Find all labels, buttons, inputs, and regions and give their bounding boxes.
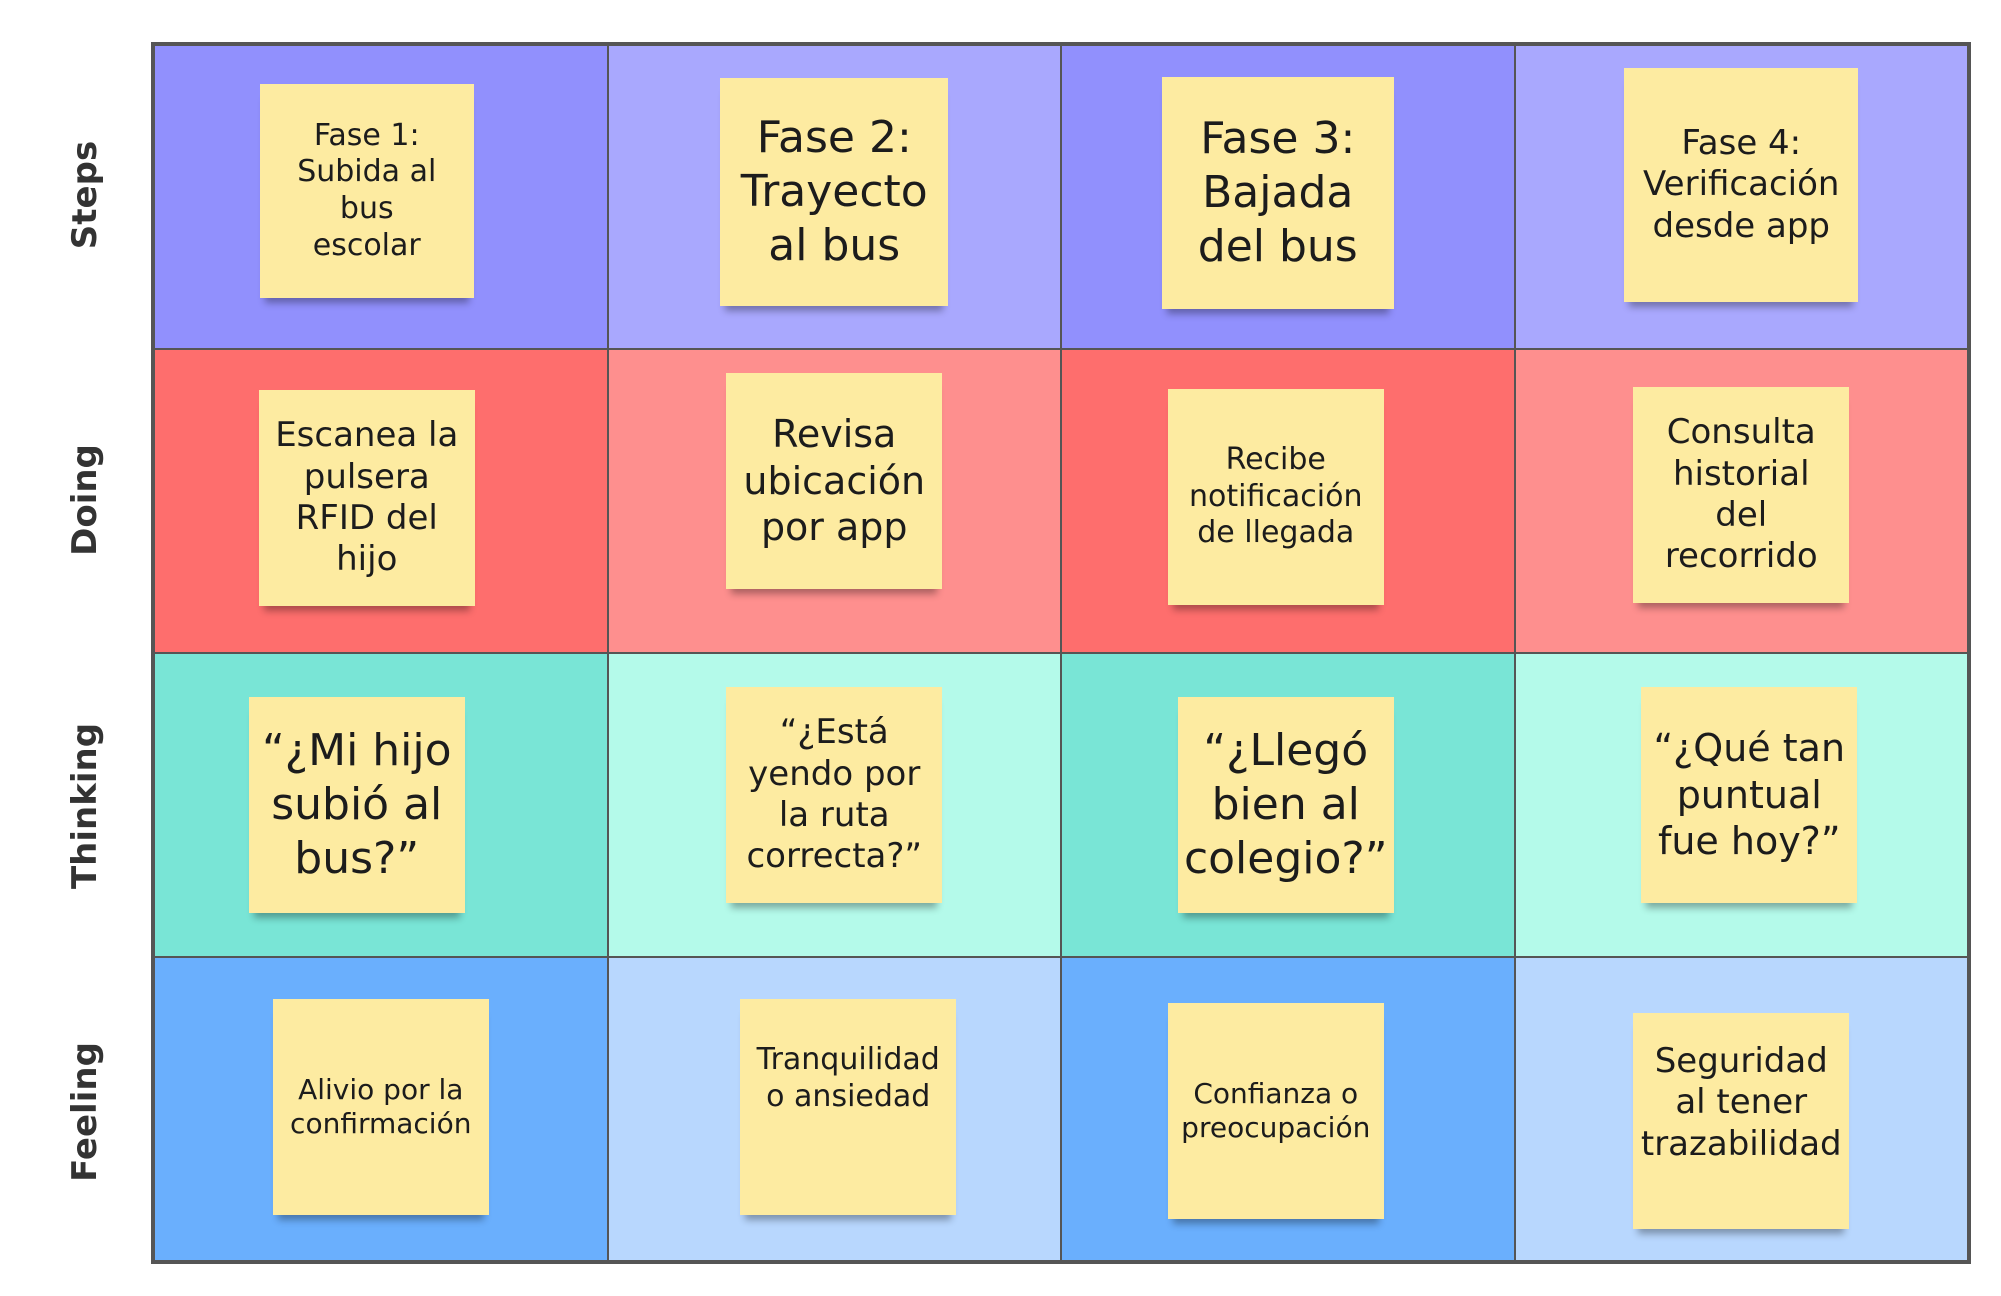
note-text: Escanea la pulsera RFID del hijo	[275, 415, 459, 580]
row-label-doing: Doing	[40, 347, 130, 653]
note-text: Alivio por la confirmación	[290, 1072, 472, 1140]
cell-feeling-3: Confianza o preocupación	[1061, 957, 1515, 1261]
sticky-note[interactable]: Fase 2: Trayecto al bus	[720, 78, 949, 306]
sticky-note[interactable]: Fase 4: Verificación desde app	[1624, 68, 1859, 302]
sticky-note[interactable]: Revisa ubicación por app	[726, 373, 943, 589]
sticky-note[interactable]: Fase 3: Bajada del bus	[1161, 77, 1394, 309]
row-label-text: Steps	[65, 140, 105, 249]
row-label-text: Doing	[65, 444, 105, 556]
cell-steps-4: Fase 4: Verificación desde app	[1514, 45, 1968, 349]
cell-thinking-4: “¿Qué tan puntual fue hoy?”	[1514, 653, 1968, 957]
note-text: Fase 4: Verificación desde app	[1643, 122, 1840, 246]
cell-doing-3: Recibe notificación de llegada	[1061, 349, 1515, 653]
note-text: “¿Está yendo por la ruta correcta?”	[746, 712, 923, 877]
cell-feeling-3-light: Tranquilidad o ansiedad	[607, 957, 1061, 1261]
cell-thinking-2: “¿Está yendo por la ruta correcta?”	[607, 653, 1061, 957]
sticky-note[interactable]: Consulta historial del recorrido	[1633, 387, 1850, 603]
note-text: Seguridad al tener trazabilidad	[1640, 1040, 1842, 1164]
note-text: Tranquilidad o ansiedad	[756, 1042, 940, 1114]
note-text: Consulta historial del recorrido	[1664, 412, 1818, 577]
sticky-note[interactable]: Escanea la pulsera RFID del hijo	[258, 390, 475, 606]
cell-doing-4: Consulta historial del recorrido	[1514, 349, 1968, 653]
note-text: Fase 3: Bajada del bus	[1197, 113, 1358, 272]
note-text: “¿Qué tan puntual fue hoy?”	[1653, 726, 1846, 864]
sticky-note[interactable]: Seguridad al tener trazabilidad	[1633, 1013, 1850, 1229]
cell-thinking-3: “¿Llegó bien al colegio?”	[1061, 653, 1515, 957]
row-label-thinking: Thinking	[40, 653, 130, 959]
note-text: “¿Mi hijo subió al bus?”	[261, 725, 452, 884]
row-label-steps: Steps	[40, 42, 130, 347]
row-label-text: Feeling	[65, 1041, 106, 1182]
note-text: Fase 1: Subida al bus escolar	[297, 117, 437, 263]
cell-doing-2: Revisa ubicación por app	[607, 349, 1061, 653]
sticky-note[interactable]: Tranquilidad o ansiedad	[740, 999, 957, 1215]
sticky-note[interactable]: “¿Mi hijo subió al bus?”	[248, 697, 465, 913]
sticky-note[interactable]: “¿Está yendo por la ruta correcta?”	[726, 687, 943, 903]
sticky-note[interactable]: Fase 1: Subida al bus escolar	[259, 84, 474, 298]
note-text: “¿Llegó bien al colegio?”	[1183, 725, 1388, 884]
cell-feeling-4: Seguridad al tener trazabilidad	[1514, 957, 1968, 1261]
sticky-note[interactable]: “¿Qué tan puntual fue hoy?”	[1641, 687, 1858, 903]
sticky-note[interactable]: “¿Llegó bien al colegio?”	[1177, 697, 1394, 913]
note-text: Revisa ubicación por app	[743, 412, 926, 550]
cell-thinking-1: “¿Mi hijo subió al bus?”	[154, 653, 608, 957]
note-text: Fase 2: Trayecto al bus	[740, 112, 928, 271]
journey-map-grid: Fase 1: Subida al bus escolar Fase 2: Tr…	[151, 42, 1971, 1264]
cell-steps-3: Fase 3: Bajada del bus	[1061, 45, 1515, 349]
note-text: Confianza o preocupación	[1181, 1076, 1371, 1144]
row-label-feeling: Feeling	[40, 959, 130, 1264]
sticky-note[interactable]: Recibe notificación de llegada	[1167, 389, 1384, 605]
cell-steps-2: Fase 2: Trayecto al bus	[607, 45, 1061, 349]
cell-steps-1: Fase 1: Subida al bus escolar	[154, 45, 608, 349]
cell-doing-1: Escanea la pulsera RFID del hijo	[154, 349, 608, 653]
cell-feeling-1: Alivio por la confirmación	[154, 957, 608, 1261]
note-text: Recibe notificación de llegada	[1189, 442, 1363, 551]
row-label-text: Thinking	[65, 722, 106, 890]
sticky-note[interactable]: Confianza o preocupación	[1167, 1003, 1384, 1219]
sticky-note[interactable]: Alivio por la confirmación	[272, 999, 489, 1215]
